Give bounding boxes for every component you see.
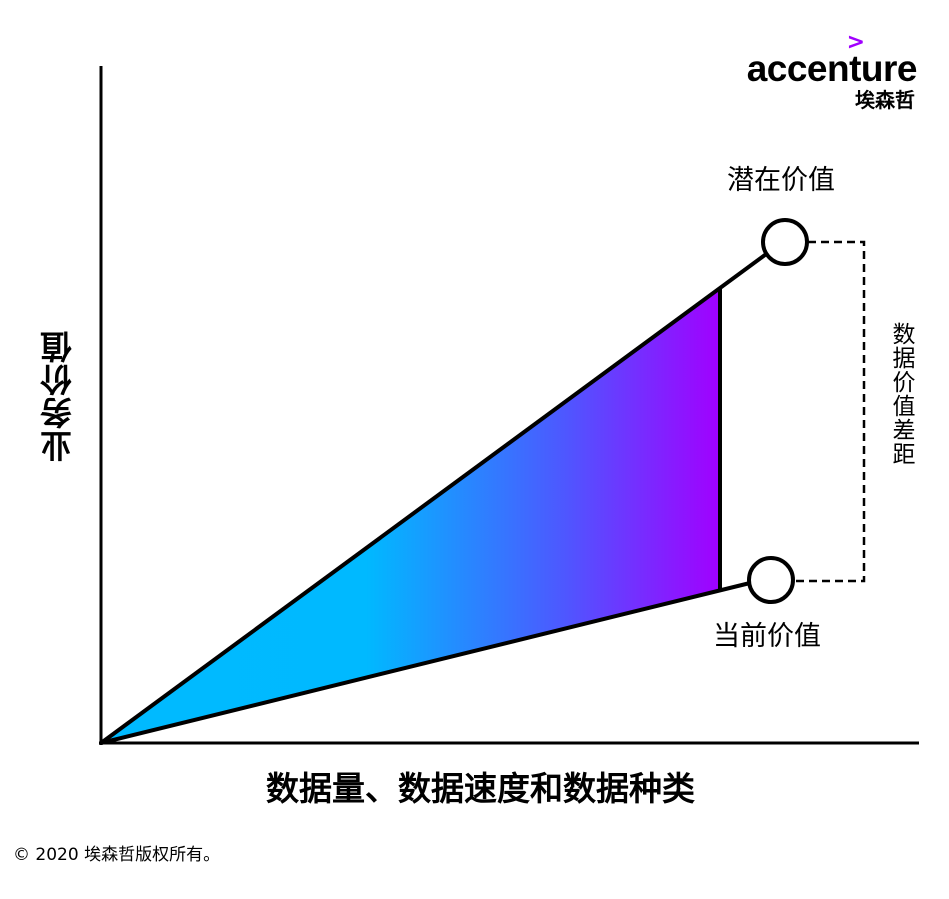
potential-value-marker bbox=[761, 218, 809, 266]
data-value-gap-label: 数据价值差距 bbox=[888, 322, 914, 466]
logo-chinese-name: 埃森哲 bbox=[855, 88, 915, 112]
gap-bracket bbox=[794, 240, 866, 583]
current-value-line bbox=[100, 581, 751, 745]
current-value-marker bbox=[747, 556, 795, 604]
potential-value-line bbox=[99, 250, 771, 745]
copyright-notice: © 2020 埃森哲版权所有。 bbox=[13, 845, 221, 865]
accenture-chevron-icon: > bbox=[846, 30, 865, 55]
potential-value-label: 潜在价值 bbox=[727, 165, 835, 196]
x-axis-label: 数据量、数据速度和数据种类 bbox=[266, 769, 695, 808]
current-value-label: 当前价值 bbox=[713, 621, 821, 652]
accenture-logo: > accenture 埃森哲 bbox=[746, 30, 918, 113]
y-axis-label: 业务价值 bbox=[39, 330, 77, 462]
logo-wordmark: accenture bbox=[746, 48, 918, 89]
